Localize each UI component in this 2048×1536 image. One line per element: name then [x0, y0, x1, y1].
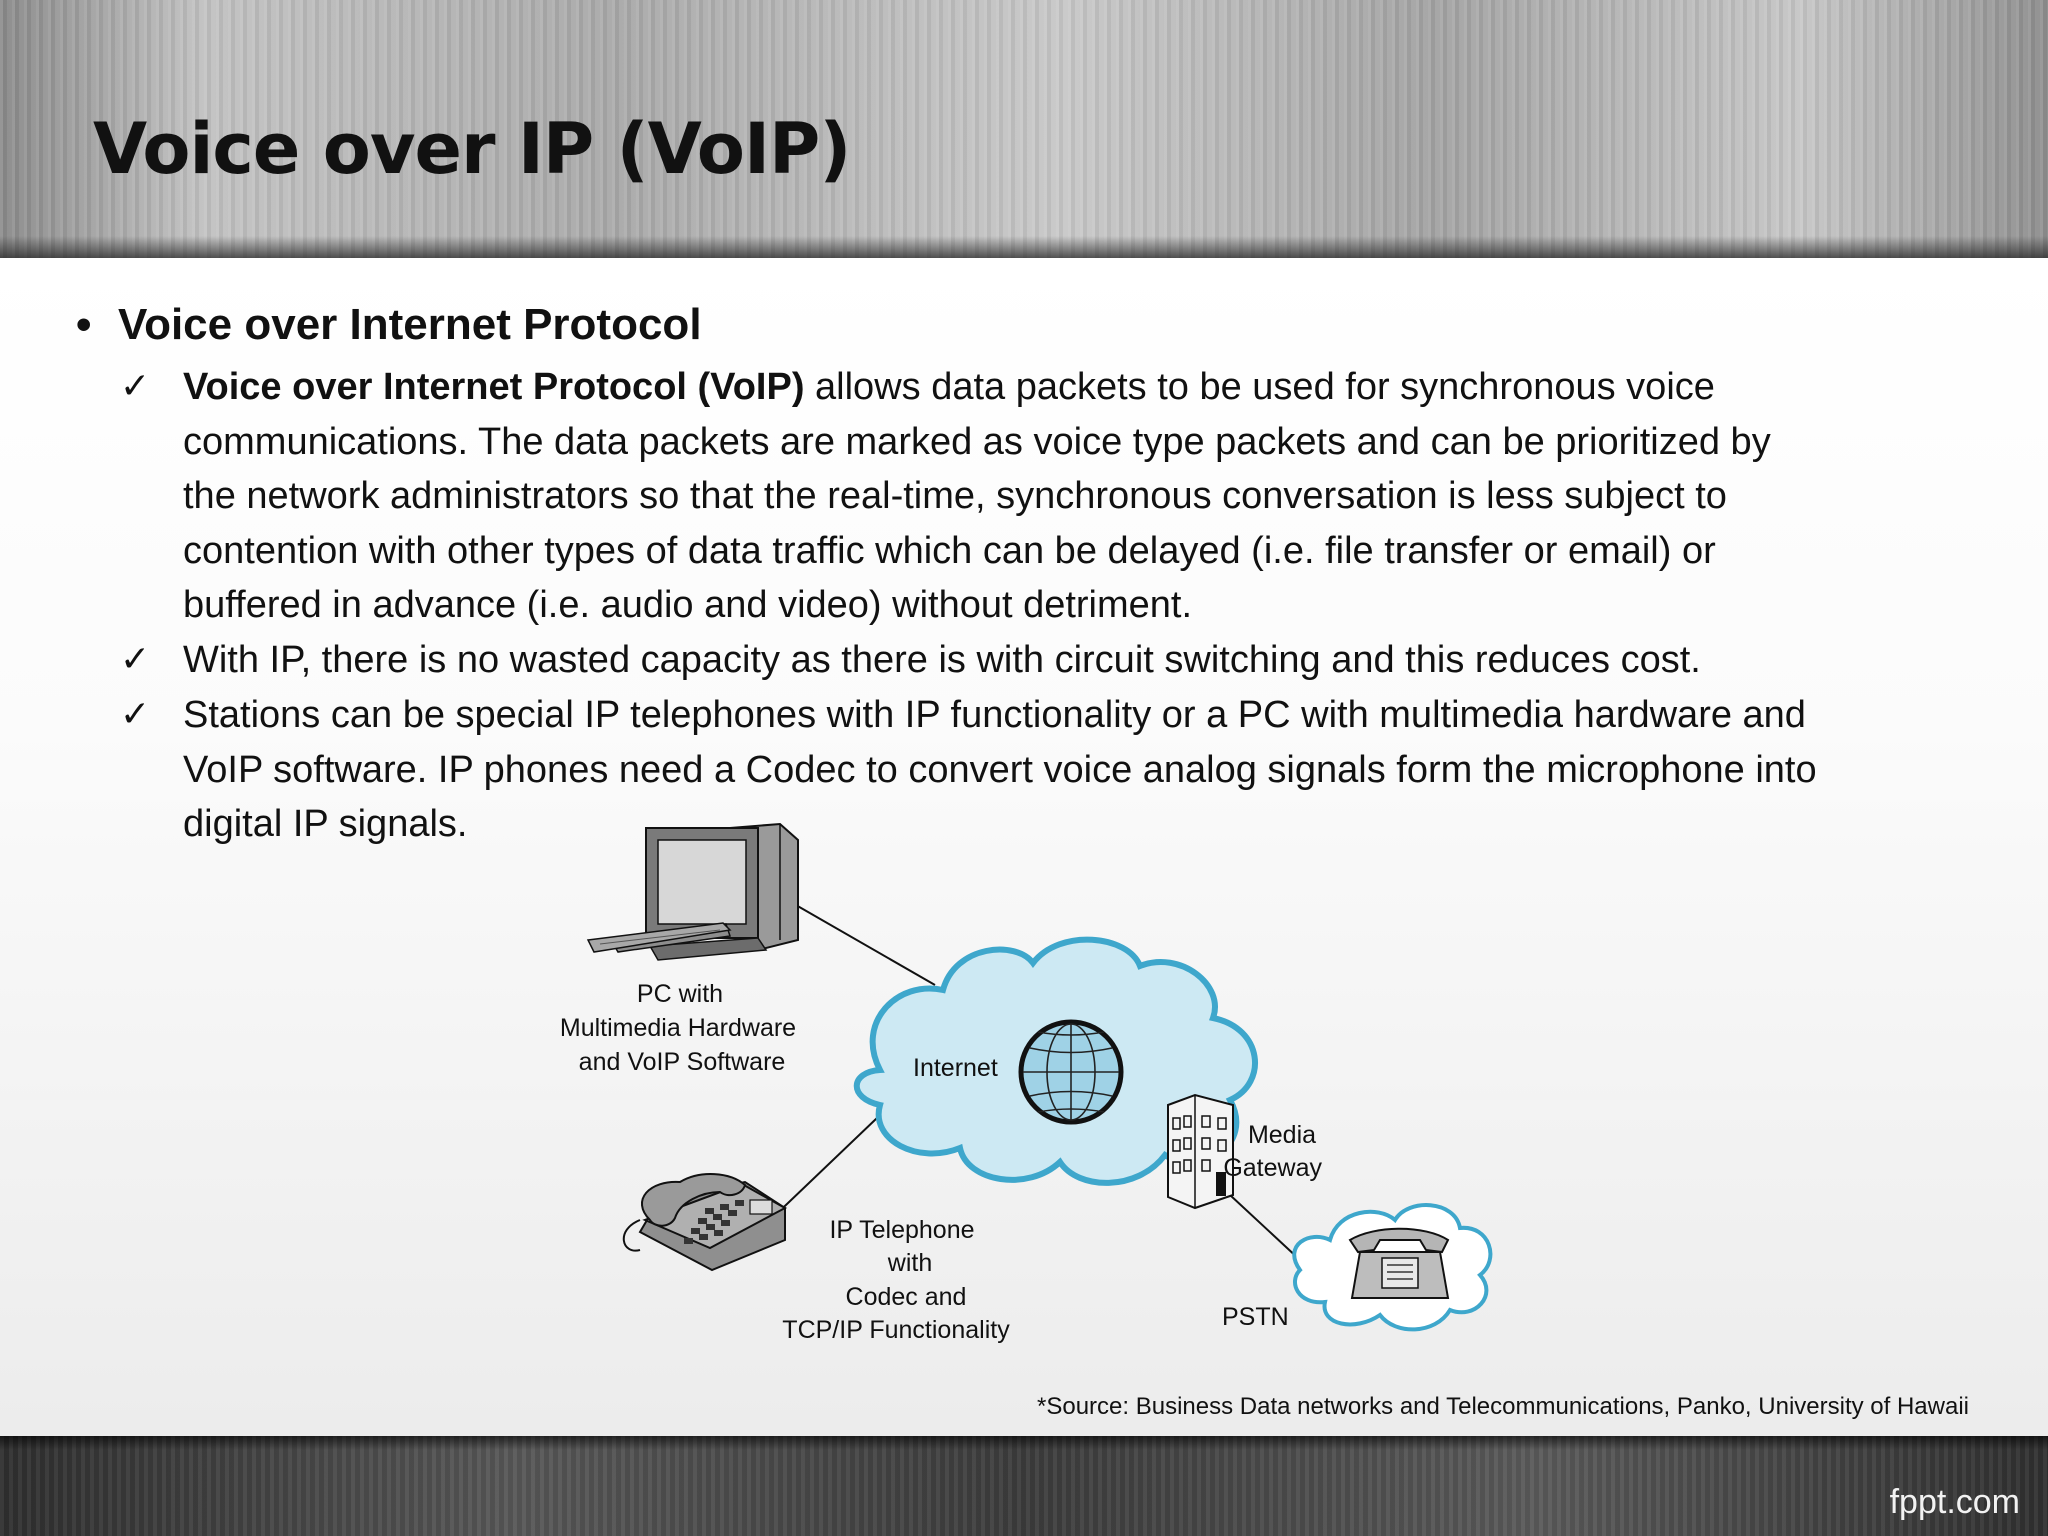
pc-label-line: and VoIP Software — [579, 1048, 786, 1076]
link-gateway-pstn — [1229, 1194, 1301, 1261]
checkmark-icon: ✓ — [120, 366, 151, 407]
gateway-label-line: Gateway — [1223, 1154, 1322, 1182]
item-lead-bold: Voice over Internet Protocol (VoIP) — [183, 366, 805, 408]
globe-icon — [1018, 1019, 1124, 1125]
bullet-dot-icon: • — [76, 300, 92, 349]
pc-label-line: Multimedia Hardware — [560, 1014, 796, 1042]
phone-label-line: with — [887, 1249, 932, 1277]
phone-label-line: Codec and — [846, 1283, 967, 1311]
gateway-label-line: Media — [1248, 1121, 1316, 1149]
ip-telephone-icon — [622, 1173, 788, 1272]
bullet-heading-text: Voice over Internet Protocol — [118, 300, 702, 349]
title-banner: Voice over IP (VoIP) — [0, 0, 2048, 258]
item-line-rest: allows data packets to be used for synch… — [804, 366, 1715, 408]
brand-watermark: fppt.com — [1889, 1483, 2020, 1521]
checkmark-icon: ✓ — [120, 639, 151, 680]
item-line: With IP, there is no wasted capacity as … — [183, 639, 1701, 681]
checkmark-icon: ✓ — [120, 694, 151, 735]
pstn-label: PSTN — [1222, 1303, 1289, 1331]
footer-banner: fppt.com — [0, 1436, 2048, 1536]
slide-title: Voice over IP (VoIP) — [93, 108, 851, 190]
pc-label-line: PC with — [637, 980, 723, 1008]
item-line: buffered in advance (i.e. audio and vide… — [183, 584, 1193, 626]
voip-network-diagram: Internet PC with Multimedia Hardware and… — [560, 822, 1493, 1344]
item-line: the network administrators so that the r… — [183, 475, 1727, 517]
item-line: digital IP signals. — [183, 803, 468, 845]
phone-label-line: IP Telephone — [829, 1216, 974, 1244]
source-citation: *Source: Business Data networks and Tele… — [1037, 1393, 1969, 1420]
link-pc-internet — [774, 892, 936, 986]
item-line: communications. The data packets are mar… — [183, 420, 1771, 463]
item-line: VoIP software. IP phones need a Codec to… — [183, 748, 1817, 791]
item-line: Stations can be special IP telephones wi… — [183, 694, 1806, 736]
building-icon — [1167, 1093, 1234, 1210]
internet-label: Internet — [913, 1054, 998, 1082]
slide-content-area — [0, 258, 2048, 1436]
computer-icon — [586, 822, 799, 961]
phone-label-line: TCP/IP Functionality — [782, 1316, 1010, 1344]
item-line: contention with other types of data traf… — [183, 529, 1716, 572]
item-line: Voice over Internet Protocol (VoIP) allo… — [183, 360, 2013, 415]
telephone-icon — [1348, 1227, 1450, 1299]
